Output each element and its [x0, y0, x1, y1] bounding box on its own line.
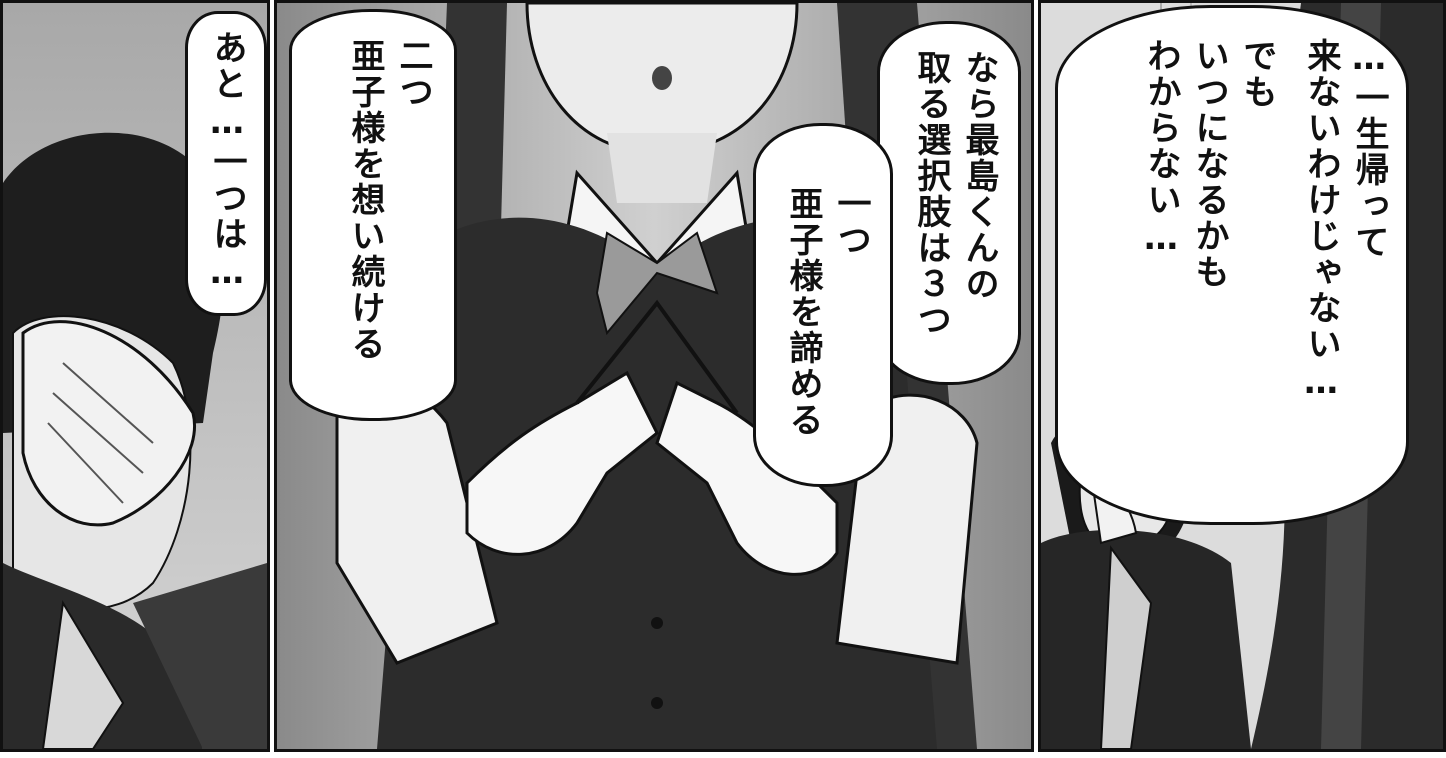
bubble-text-line: 一つ: [831, 186, 871, 258]
bubble-text-line: あと…一つは…: [207, 30, 247, 294]
bubble-text-line: 二つ: [393, 38, 433, 110]
speech-bubble-center-mid: 一つ 亜子様を諦める: [753, 123, 893, 487]
bubble-text-line: 来ないわけじゃない…: [1301, 38, 1341, 404]
bubble-text-line: わからない…: [1141, 38, 1181, 260]
panel-center: 二つ 亜子様を想い続ける なら最島くんの 取る選択肢は３つ 一つ 亜子様を諦める: [274, 0, 1034, 752]
bubble-text-line: でも: [1237, 38, 1277, 110]
bubble-text-line: いつになるかも: [1189, 38, 1229, 290]
speech-bubble-center-top-right: なら最島くんの 取る選択肢は３つ: [877, 21, 1021, 385]
bubble-text-line: なら最島くんの: [959, 50, 999, 302]
bubble-text-line: 取る選択肢は３つ: [911, 50, 951, 338]
speech-bubble-center-left: 二つ 亜子様を想い続ける: [289, 9, 457, 421]
bubble-text-line: …一生帰って: [1349, 38, 1389, 260]
speech-bubble-right: …一生帰って 来ないわけじゃない… でも いつになるかも わからない…: [1055, 5, 1409, 525]
panel-left: あと…一つは…: [0, 0, 270, 752]
bubble-text-line: 亜子様を諦める: [783, 186, 823, 438]
panel-right: …一生帰って 来ないわけじゃない… でも いつになるかも わからない…: [1038, 0, 1446, 752]
speech-bubble-left: あと…一つは…: [185, 11, 267, 316]
bubble-text-line: 亜子様を想い続ける: [345, 38, 385, 362]
